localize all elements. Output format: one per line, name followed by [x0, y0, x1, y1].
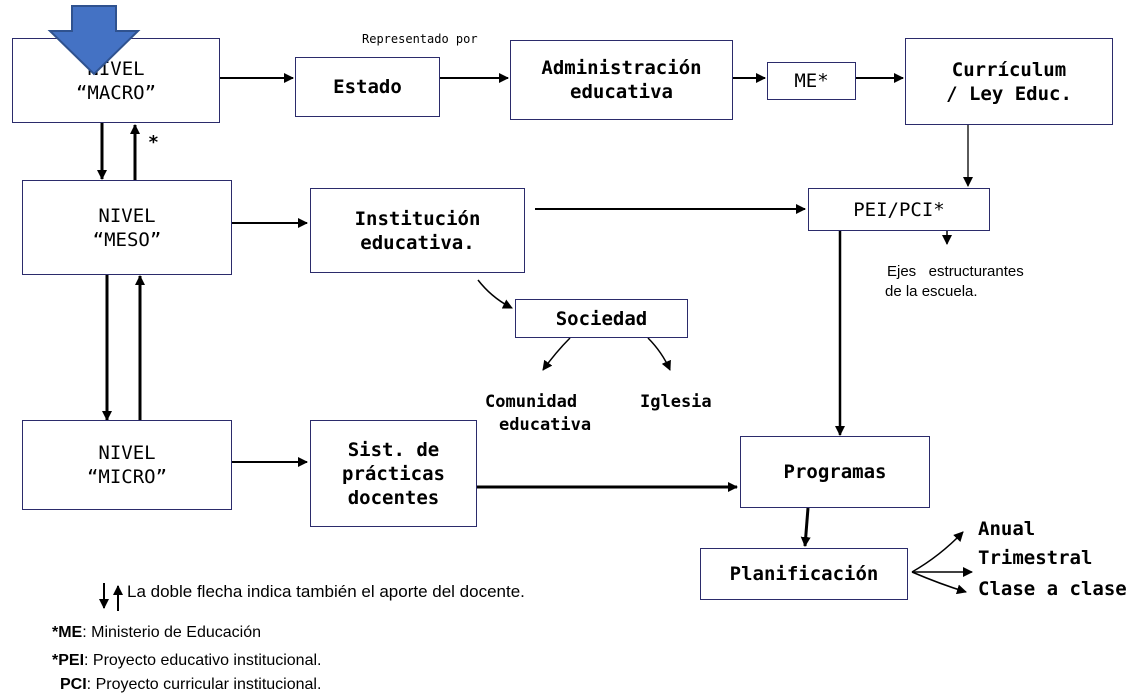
legend-me-abbr: *ME [52, 624, 83, 641]
box-nivel-micro-line1: NIVEL [98, 442, 156, 464]
box-estado-label: Estado [333, 76, 402, 98]
box-pei-pci-label: PEI/PCI* [853, 198, 945, 221]
box-nivel-micro-line2: “MICRO” [86, 466, 168, 488]
representado-por-label: Representado por [362, 32, 478, 46]
box-programas-label: Programas [783, 461, 887, 483]
box-me: ME* [767, 62, 856, 100]
arrow-programas-planificacion [800, 507, 811, 547]
box-planificacion-label: Planificación [729, 563, 879, 585]
box-sociedad-label: Sociedad [555, 307, 648, 330]
anual-label: Anual [978, 518, 1036, 540]
box-planificacion: Planificación [700, 548, 908, 600]
arrow-plan-clase [911, 571, 967, 595]
box-programas: Programas [740, 436, 930, 508]
asterisk-note: * [148, 132, 159, 153]
legend-pei-abbr: *PEI [52, 652, 85, 669]
comunidad-label-line2: educativa [499, 415, 592, 435]
box-curriculum: Currículum / Ley Educ. [905, 38, 1113, 125]
box-sociedad: Sociedad [515, 299, 688, 338]
blue-down-arrow-icon [47, 5, 141, 76]
arrow-plan-anual [911, 531, 964, 573]
box-curriculum-line1: Currículum [951, 58, 1067, 81]
box-nivel-meso-line2: “MESO” [92, 228, 162, 251]
box-nivel-micro: NIVEL “MICRO” [22, 420, 232, 510]
box-practicas-line2: prácticas [342, 462, 445, 485]
box-institucion-line2: educativa. [360, 231, 475, 254]
comunidad-label-line1: Comunidad [485, 392, 578, 412]
box-me-label: ME* [794, 70, 829, 92]
legend-me: *ME: Ministerio de Educación [52, 624, 261, 642]
box-practicas-line1: Sist. de [347, 438, 440, 461]
legend-pci: PCI: Proyecto curricular institucional. [60, 676, 321, 694]
box-curriculum-line2: / Ley Educ. [946, 82, 1072, 105]
box-practicas: Sist. de prácticas docentes [310, 420, 477, 527]
box-institucion: Institución educativa. [310, 188, 525, 273]
box-nivel-macro-line2: “MACRO” [75, 81, 157, 104]
box-nivel-meso: NIVEL “MESO” [22, 180, 232, 275]
ejes-label-line2: de la escuela. [885, 283, 978, 300]
legend-pei-text: : Proyecto educativo institucional. [84, 652, 322, 669]
box-estado: Estado [295, 57, 440, 117]
legend-double-arrow-note: La doble flecha indica también el aporte… [127, 582, 525, 601]
arrow-sociedad-comunidad [542, 337, 571, 371]
box-pei-pci: PEI/PCI* [808, 188, 990, 231]
arrow-institucion-sociedad [477, 279, 513, 309]
box-institucion-line1: Institución [354, 207, 481, 230]
trimestral-label: Trimestral [978, 547, 1093, 569]
clase-a-clase-label: Clase a clase [978, 578, 1127, 600]
box-practicas-line3: docentes [347, 486, 440, 509]
legend-pci-abbr: PCI [60, 676, 87, 693]
arrow-sociedad-iglesia [647, 337, 671, 371]
legend-pci-text: : Proyecto curricular institucional. [86, 676, 322, 693]
ejes-label-line1: Ejes estructurantes [887, 263, 1024, 280]
box-administracion-line1: Administración [541, 57, 702, 79]
legend-pei: *PEI: Proyecto educativo institucional. [52, 652, 321, 670]
iglesia-label: Iglesia [640, 392, 712, 412]
box-nivel-meso-line1: NIVEL [98, 204, 156, 227]
box-administracion: Administración educativa [510, 40, 733, 120]
legend-me-text: : Ministerio de Educación [82, 624, 261, 641]
box-administracion-line2: educativa [570, 81, 673, 103]
